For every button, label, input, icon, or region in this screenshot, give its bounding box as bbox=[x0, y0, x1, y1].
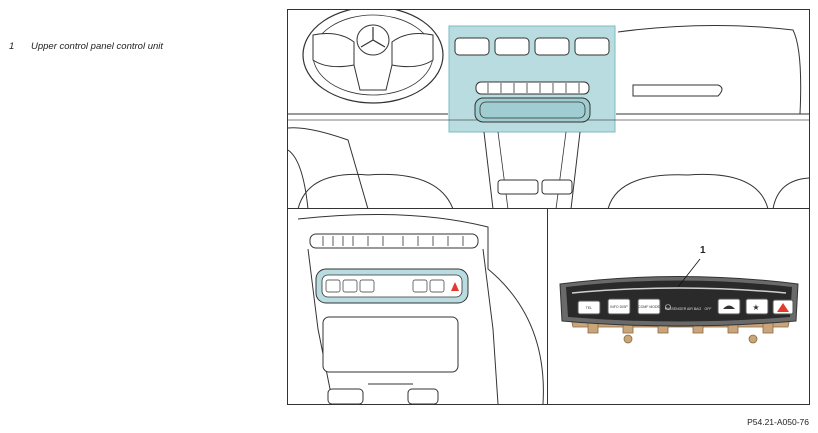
hazard-icon bbox=[777, 303, 789, 312]
figure-code: P54.21-A050-76 bbox=[747, 417, 809, 427]
figure-frame: ★ TEL INFO DISP COMF MODE PASSENGER AIR … bbox=[287, 9, 810, 405]
control-unit-panel: ★ TEL INFO DISP COMF MODE PASSENGER AIR … bbox=[548, 209, 809, 404]
callout-label: 1 bbox=[700, 245, 706, 256]
airbag-icon bbox=[665, 304, 671, 310]
comf-mode-label: COMF MODE bbox=[638, 305, 660, 309]
center-console-panel bbox=[288, 209, 548, 404]
info-disp-label: INFO DISP bbox=[610, 305, 628, 309]
steering-wheel bbox=[302, 10, 444, 104]
star-icon: ★ bbox=[752, 303, 759, 312]
dashboard-illustration bbox=[288, 10, 809, 208]
star-button bbox=[745, 298, 769, 315]
air-vents bbox=[454, 37, 610, 56]
tel-button bbox=[577, 300, 601, 315]
legend-number: 1 bbox=[9, 41, 15, 52]
legend-text: Upper control panel control unit bbox=[31, 41, 164, 52]
passenger-airbag-label: PASSENGER AIR BAG bbox=[665, 307, 702, 311]
control-buttons: ★ bbox=[577, 298, 794, 315]
comf-mode-button bbox=[637, 298, 661, 315]
callout-leader bbox=[677, 258, 701, 288]
control-unit-illustration: ★ TEL INFO DISP COMF MODE PASSENGER AIR … bbox=[559, 258, 799, 344]
center-console-illustration bbox=[297, 214, 544, 404]
tel-label: TEL bbox=[586, 306, 592, 310]
car-icon bbox=[723, 305, 735, 309]
legend-item: 1 Upper control panel control unit bbox=[9, 41, 163, 52]
dashboard-overview-panel bbox=[288, 10, 809, 209]
info-disp-button bbox=[607, 298, 631, 315]
off-label: OFF bbox=[705, 307, 712, 311]
